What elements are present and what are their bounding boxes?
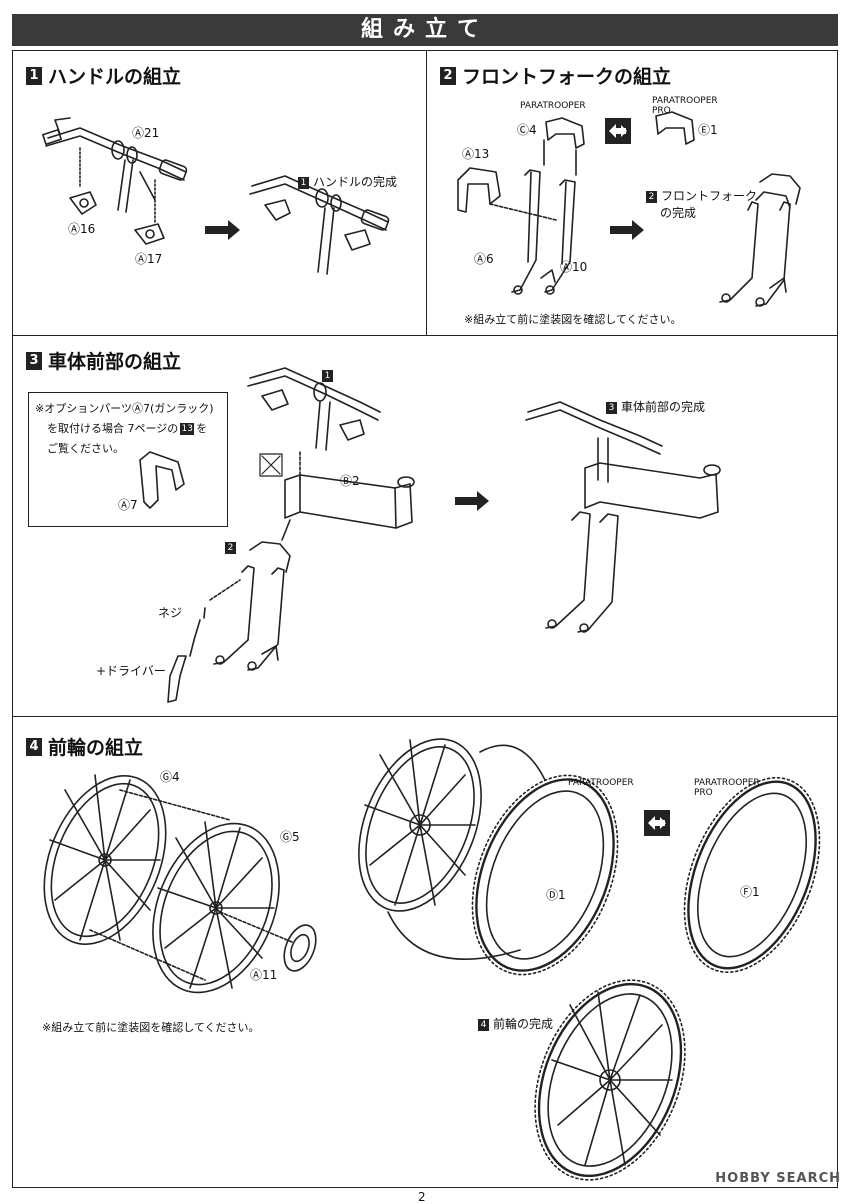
part-b2-label: Ⓑ2 bbox=[340, 474, 360, 488]
part-a7-label: Ⓐ7 bbox=[118, 498, 138, 512]
fork-legs-illustration bbox=[511, 169, 576, 295]
callout-line2a: を取付ける場合 7ページの bbox=[47, 422, 179, 435]
page-number: 2 bbox=[418, 1190, 426, 1204]
callout-step-ref: 13 bbox=[180, 423, 195, 435]
part-f1-label: Ⓕ1 bbox=[740, 885, 760, 899]
step3-complete-label: 3 車体前部の完成 bbox=[606, 398, 705, 415]
step3-ref-1: 1 bbox=[322, 370, 333, 382]
step1-heading: 1 ハンドルの組立 bbox=[26, 62, 181, 89]
step2-complete-line1: フロントフォーク bbox=[661, 189, 758, 203]
step4-heading: 4 前輪の組立 bbox=[26, 733, 143, 760]
part-c4-label: Ⓒ4 bbox=[517, 123, 537, 137]
step2-variant1-label: PARATROOPER bbox=[520, 101, 586, 111]
step1-panel bbox=[12, 50, 427, 336]
step1-number: 1 bbox=[26, 66, 42, 85]
step4-note: ※組み立て前に塗装図を確認してください。 bbox=[42, 1021, 260, 1034]
step3-handlebar-illustration bbox=[247, 367, 381, 451]
step1-title: ハンドルの組立 bbox=[48, 66, 182, 88]
screwdriver-label: +ドライバー bbox=[96, 664, 166, 678]
handlebar-illustration bbox=[42, 117, 188, 213]
step2-number: 2 bbox=[440, 66, 456, 85]
step4-variant1-label: PARATROOPER bbox=[568, 778, 634, 788]
screw-label: ネジ bbox=[158, 606, 183, 620]
step2-heading: 2 フロントフォークの組立 bbox=[440, 62, 671, 89]
step3-fork-illustration bbox=[209, 541, 291, 671]
step2-note: ※組み立て前に塗装図を確認してください。 bbox=[464, 313, 682, 326]
tire-d1-illustration bbox=[471, 774, 619, 976]
frame-b2-illustration bbox=[281, 449, 415, 541]
rim-g4-illustration bbox=[43, 774, 167, 945]
part-d1-label: Ⓓ1 bbox=[546, 888, 566, 902]
rim-g5-illustration bbox=[89, 789, 280, 994]
step4-number: 4 bbox=[26, 737, 42, 756]
fork-cap-e1-illustration bbox=[655, 111, 695, 145]
step2-variant2-line1: PARATROOPER bbox=[652, 96, 718, 106]
swap-icon bbox=[605, 118, 631, 144]
callout-line2b: を bbox=[196, 422, 208, 435]
part-e1-label: Ⓔ1 bbox=[698, 123, 718, 137]
step3-arrow bbox=[455, 491, 489, 511]
page-title: 組み立て bbox=[12, 14, 838, 46]
part-a10-label: Ⓐ10 bbox=[560, 260, 588, 274]
part-a21-label: Ⓐ21 bbox=[132, 126, 160, 140]
step3-complete-number: 3 bbox=[606, 401, 617, 414]
step1-complete-number: 1 bbox=[298, 176, 309, 189]
part-a11-label: Ⓐ11 bbox=[250, 968, 278, 982]
step4-variant2-line2: PRO bbox=[694, 788, 713, 798]
part-a13-label: Ⓐ13 bbox=[462, 147, 490, 161]
front-wheel-complete-illustration bbox=[534, 979, 686, 1181]
callout-line1: ※オプションパーツⒶ7(ガンラック) bbox=[35, 402, 214, 415]
watermark: HOBBY SEARCH bbox=[715, 1171, 841, 1186]
part-a16-label: Ⓐ16 bbox=[68, 222, 96, 236]
part-g4-label: Ⓖ4 bbox=[160, 770, 180, 784]
screwdriver-illustration bbox=[167, 607, 206, 703]
part-a17-label: Ⓐ17 bbox=[135, 252, 163, 266]
step3-title: 車体前部の組立 bbox=[48, 351, 182, 373]
step3-complete-illustration bbox=[525, 401, 721, 633]
disc-rotor-a11-illustration bbox=[219, 911, 317, 972]
step3-heading: 3 車体前部の組立 bbox=[26, 347, 181, 374]
step2-complete-number: 2 bbox=[646, 190, 657, 203]
handlebar-complete-illustration bbox=[249, 175, 390, 275]
part-a6-label: Ⓐ6 bbox=[474, 252, 494, 266]
step4-variant2-line1: PARATROOPER bbox=[694, 778, 760, 788]
step2-complete-line2: の完成 bbox=[660, 206, 697, 220]
part-g5-label: Ⓖ5 bbox=[280, 830, 300, 844]
fork-cap-c4-illustration bbox=[543, 117, 585, 176]
brake-lever-a16-illustration bbox=[69, 147, 97, 215]
gunrack-a7-illustration bbox=[139, 451, 185, 509]
tire-f1-illustration bbox=[683, 776, 821, 974]
callout-line3: ご覧ください。 bbox=[47, 442, 124, 455]
step1-arrow bbox=[205, 220, 240, 240]
step1-complete-text: ハンドルの完成 bbox=[313, 175, 398, 189]
step4-complete-label: 4 前輪の完成 bbox=[478, 1015, 553, 1032]
fork-complete-illustration bbox=[719, 173, 801, 307]
step4-complete-text: 前輪の完成 bbox=[493, 1017, 554, 1031]
step2-complete-label: 2 フロントフォーク の完成 bbox=[646, 188, 757, 222]
step2-arrow bbox=[610, 220, 644, 240]
wheel-assembly-illustration bbox=[358, 738, 546, 960]
step2-variant2-line2: PRO bbox=[652, 106, 671, 116]
step4-complete-number: 4 bbox=[478, 1018, 489, 1031]
step2-title: フロントフォークの組立 bbox=[462, 66, 672, 88]
fork-crown-a13-illustration bbox=[457, 167, 557, 221]
step3-complete-text: 車体前部の完成 bbox=[621, 400, 706, 414]
step3-ref-2: 2 bbox=[225, 542, 236, 554]
swap-icon-2 bbox=[644, 810, 670, 836]
step4-title: 前輪の組立 bbox=[48, 737, 144, 759]
step1-complete-label: 1 ハンドルの完成 bbox=[298, 173, 397, 190]
no-glue-icon bbox=[259, 453, 283, 477]
step3-number: 3 bbox=[26, 351, 42, 370]
brake-lever-a17-illustration bbox=[134, 179, 165, 245]
